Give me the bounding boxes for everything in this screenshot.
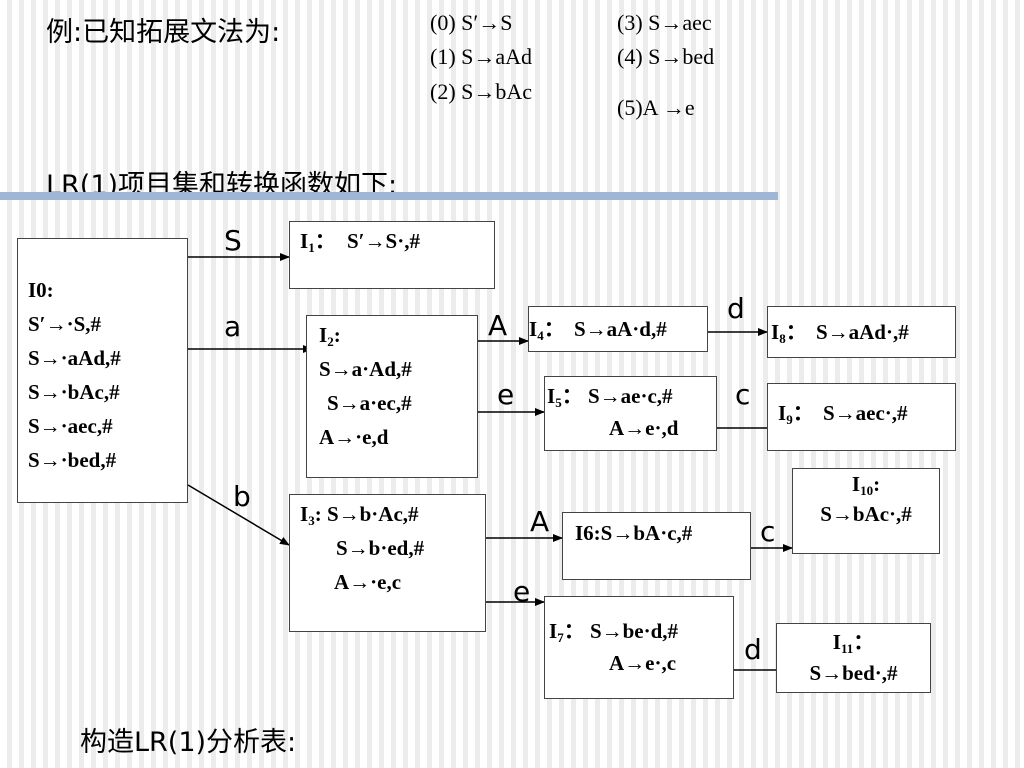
- state-I0-item-1: S′→·S,#: [28, 312, 102, 336]
- state-I3-header: I3: S→b·Ac,#: [300, 502, 419, 528]
- edge-label-A-I6: A: [530, 505, 550, 538]
- grammar-rule-4: (4) S→bed: [617, 44, 715, 69]
- state-I11: I11： S→bed·,#: [776, 623, 931, 693]
- edge-label-d-I11: d: [744, 633, 762, 666]
- state-I3: I3: S→b·Ac,# S→b·ed,# A→·e,c: [289, 494, 486, 632]
- edge-label-b: b: [233, 480, 251, 513]
- state-I0-item-5: S→·bed,#: [28, 448, 117, 472]
- edge-label-e-I7: e: [513, 575, 531, 608]
- state-I11-name: I11：: [832, 630, 875, 656]
- state-I10-name: I10:: [851, 472, 881, 498]
- grammar-rule-1: (1) S→aAd: [430, 44, 533, 69]
- state-I3-item-3: A→·e,c: [334, 570, 402, 594]
- state-I2-item-1: S→a·Ad,#: [319, 357, 412, 381]
- state-I9: I9： S→aec·,#: [767, 383, 956, 451]
- edge-label-c-I10: c: [760, 515, 776, 548]
- grammar-rule-2: (2) S→bAc: [430, 79, 533, 104]
- state-I5-item-2: A→e·,d: [609, 416, 679, 440]
- state-I6: I6:S→bA·c,#: [562, 512, 751, 580]
- grammar-rule-3: (3) S→aec: [617, 10, 712, 35]
- edge-label-e-I5: e: [497, 378, 515, 411]
- state-I8-item-1: S→aAd·,#: [815, 320, 909, 344]
- state-I8-name: I8：: [771, 320, 807, 346]
- state-I1: I1： S′→S·,#: [289, 221, 495, 289]
- state-I1-name: I1：: [300, 229, 336, 255]
- state-I2-item-2: S→a·ec,#: [327, 391, 412, 415]
- edge-label-A-I4: A: [488, 309, 508, 342]
- state-I2-item-3: A→·e,d: [319, 425, 389, 449]
- divider-bar: [0, 192, 778, 200]
- edge-label-c-I9: c: [735, 378, 751, 411]
- state-I3-item-2: S→b·ed,#: [336, 536, 425, 560]
- state-I0-item-4: S→·aec,#: [28, 414, 113, 438]
- state-I6-name: I6:: [575, 521, 601, 545]
- state-I11-item-1: S→bed·,#: [809, 661, 898, 685]
- grammar-rule-0: (0) S′→S: [430, 10, 513, 35]
- state-I0-item-2: S→·aAd,#: [28, 346, 121, 370]
- edge-label-a: a: [224, 310, 242, 343]
- state-I3-item-1: S→b·Ac,#: [326, 502, 419, 526]
- state-I5-header: I5： S→ae·c,#: [547, 384, 673, 410]
- state-I9-name: I9：: [778, 401, 814, 427]
- grammar-rule-5: (5)A →e: [617, 95, 695, 120]
- state-I0-name: I0:: [28, 278, 54, 302]
- state-I1-item-1: S′→S·,#: [346, 229, 420, 253]
- state-I10: I10: S→bAc·,#: [792, 468, 940, 554]
- state-I2: I2: S→a·Ad,# S→a·ec,# A→·e,d: [306, 315, 478, 478]
- state-I7: I7： S→be·d,# A→e·,c: [544, 596, 734, 699]
- edge-I0-I3: [187, 484, 290, 546]
- state-I4-name: I4：: [529, 317, 565, 343]
- state-I5-item-1: S→ae·c,#: [587, 384, 673, 408]
- state-I5: I5： S→ae·c,# A→e·,d: [544, 376, 717, 451]
- edge-label-S: S: [224, 224, 242, 257]
- state-I7-header: I7： S→be·d,#: [549, 619, 679, 645]
- state-I2-name: I2:: [319, 323, 341, 349]
- state-I4-item-1: S→aA·d,#: [573, 317, 667, 341]
- state-I7-item-2: A→e·,c: [609, 651, 677, 675]
- state-I0: I0: S′→·S,# S→·aAd,# S→·bAc,# S→·aec,# S…: [17, 238, 188, 503]
- state-I10-item-1: S→bAc·,#: [820, 502, 912, 526]
- state-I0-item-3: S→·bAc,#: [28, 380, 120, 404]
- state-I8: I8： S→aAd·,#: [767, 306, 956, 358]
- footer-text: 构造LR(1)分析表:: [80, 727, 297, 758]
- state-I4: I4： S→aA·d,#: [528, 306, 708, 352]
- state-I6-item-1: S→bA·c,#: [600, 521, 693, 545]
- example-title: 例:已知拓展文法为:: [46, 17, 281, 48]
- state-I9-item-1: S→aec·,#: [822, 401, 908, 425]
- state-I7-item-1: S→be·d,#: [589, 619, 679, 643]
- edge-label-d-I8: d: [727, 292, 745, 325]
